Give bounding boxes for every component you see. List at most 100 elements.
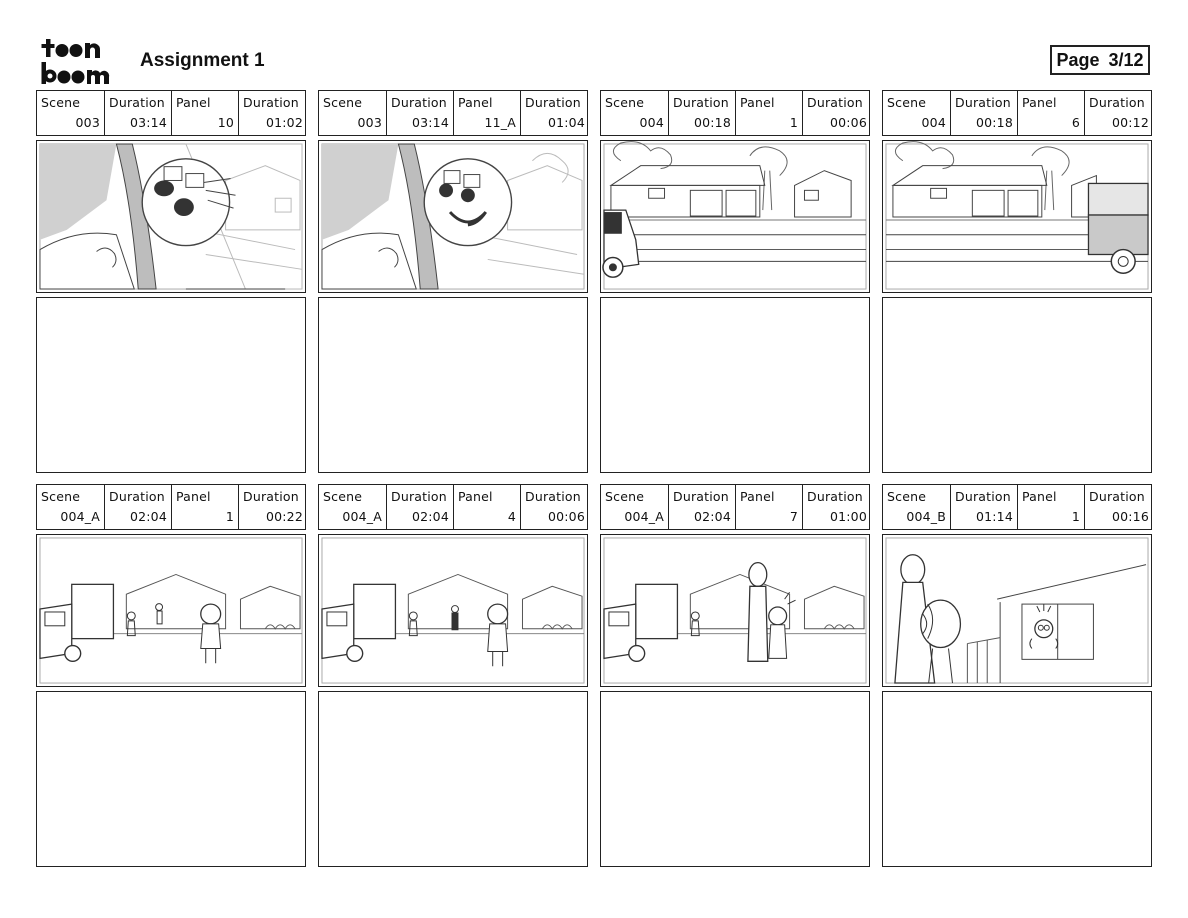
panel-sketch-image [318, 140, 588, 293]
panel-label: Panel [740, 489, 775, 504]
panel-notes-box[interactable] [600, 297, 870, 473]
duration-label: Duration [955, 95, 1011, 110]
duration-label: Duration [109, 95, 165, 110]
scene-value: 004 [639, 115, 664, 130]
scene-duration-value: 03:14 [129, 115, 167, 130]
scene-duration-value: 00:18 [975, 115, 1013, 130]
scene-label: Scene [323, 95, 363, 110]
panel-duration-cell: Duration 00:12 [1085, 91, 1153, 135]
duration-label: Duration [1089, 489, 1145, 504]
panel-cell: Panel 1 [736, 91, 803, 135]
duration-label: Duration [807, 95, 863, 110]
panel-notes-box[interactable] [600, 691, 870, 867]
panel-value: 11_A [484, 115, 516, 130]
scene-cell: Scene 003 [319, 91, 387, 135]
panel-duration-value: 00:22 [265, 509, 303, 524]
duration-label: Duration [391, 489, 447, 504]
scene-value: 004 [921, 115, 946, 130]
panel-notes-box[interactable] [882, 691, 1152, 867]
panel-sketch-image [36, 140, 306, 293]
scene-cell: Scene 004_A [319, 485, 387, 529]
scene-value: 004_A [342, 509, 382, 524]
panel-sketch-image [600, 534, 870, 687]
duration-label: Duration [243, 95, 299, 110]
scene-duration-value: 02:04 [693, 509, 731, 524]
scene-label: Scene [605, 489, 645, 504]
panel-value: 6 [1071, 115, 1080, 130]
panel-duration-value: 00:12 [1111, 115, 1149, 130]
scene-cell: Scene 004_A [37, 485, 105, 529]
panel-duration-cell: Duration 00:16 [1085, 485, 1153, 529]
duration-label: Duration [673, 489, 729, 504]
scene-value: 004_A [60, 509, 100, 524]
panel-value: 1 [789, 115, 798, 130]
scene-duration-cell: Duration 00:18 [951, 91, 1018, 135]
panel-duration-value: 00:16 [1111, 509, 1149, 524]
panel-sketch-image [36, 534, 306, 687]
scene-label: Scene [323, 489, 363, 504]
page-number: 3/12 [1108, 49, 1144, 70]
panel-notes-box[interactable] [318, 297, 588, 473]
panel-sketch-image [318, 534, 588, 687]
panel-cell: Panel 6 [1018, 91, 1085, 135]
panel-label: Panel [1022, 95, 1057, 110]
panel-duration-value: 00:06 [547, 509, 585, 524]
panel-notes-box[interactable] [36, 691, 306, 867]
scene-value: 003 [357, 115, 382, 130]
panel-value: 4 [507, 509, 516, 524]
scene-duration-value: 01:14 [975, 509, 1013, 524]
scene-cell: Scene 004_A [601, 485, 669, 529]
scene-label: Scene [41, 489, 81, 504]
scene-duration-value: 02:04 [129, 509, 167, 524]
panel-info-header: Scene 004_A Duration 02:04 Panel 7 Duration… [600, 484, 870, 530]
duration-label: Duration [391, 95, 447, 110]
panel-value: 7 [789, 509, 798, 524]
duration-label: Duration [525, 489, 581, 504]
scene-cell: Scene 003 [37, 91, 105, 135]
page-indicator: Page 3/12 [1050, 45, 1150, 75]
panel-duration-cell: Duration 00:06 [803, 91, 871, 135]
panel-label: Panel [176, 489, 211, 504]
scene-value: 004_A [624, 509, 664, 524]
panel-duration-value: 00:06 [829, 115, 867, 130]
panel-duration-value: 01:04 [547, 115, 585, 130]
duration-label: Duration [243, 489, 299, 504]
panel-label: Panel [458, 95, 493, 110]
toon-boom-logo [41, 39, 110, 84]
scene-duration-cell: Duration 03:14 [105, 91, 172, 135]
scene-duration-value: 00:18 [693, 115, 731, 130]
scene-label: Scene [887, 489, 927, 504]
panel-label: Panel [176, 95, 211, 110]
scene-label: Scene [605, 95, 645, 110]
scene-cell: Scene 004 [601, 91, 669, 135]
scene-label: Scene [41, 95, 81, 110]
panel-notes-box[interactable] [882, 297, 1152, 473]
duration-label: Duration [807, 489, 863, 504]
scene-duration-cell: Duration 02:04 [105, 485, 172, 529]
panel-cell: Panel 7 [736, 485, 803, 529]
duration-label: Duration [109, 489, 165, 504]
duration-label: Duration [1089, 95, 1145, 110]
page-label: Page [1056, 49, 1100, 70]
scene-duration-value: 02:04 [411, 509, 449, 524]
panel-notes-box[interactable] [36, 297, 306, 473]
panel-notes-box[interactable] [318, 691, 588, 867]
panel-label: Panel [740, 95, 775, 110]
duration-label: Duration [955, 489, 1011, 504]
scene-value: 003 [75, 115, 100, 130]
